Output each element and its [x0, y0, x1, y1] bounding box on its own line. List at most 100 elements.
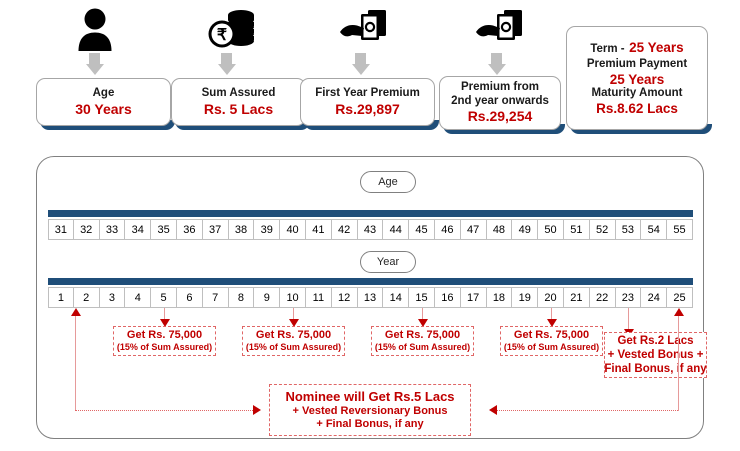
age-cell-40: 40: [280, 219, 306, 240]
age-cell-43: 43: [357, 219, 384, 240]
arrowhead-year-25: [673, 308, 684, 316]
year-cell-21: 21: [563, 287, 590, 308]
icon-hand-cash-group-1: [336, 8, 394, 54]
maturity-line-2: + Vested Bonus +: [607, 348, 704, 361]
age-cell-32: 32: [73, 219, 100, 240]
payout-note: (15% of Sum Assured): [245, 342, 342, 353]
year-cell-19: 19: [512, 287, 539, 308]
year-cell-17: 17: [460, 287, 487, 308]
premium-payment-label: Premium Payment: [586, 57, 688, 70]
maturity-line-3: Final Bonus, if any: [604, 363, 707, 375]
age-row-blue-bar: [48, 210, 693, 217]
age-cell-41: 41: [305, 219, 332, 240]
payout-amount: Get Rs. 75,000: [255, 328, 332, 341]
premium-payment-value: 25 Years: [609, 71, 665, 87]
card-age[interactable]: Age 30 Years: [36, 78, 171, 126]
year-cell-14: 14: [383, 287, 410, 308]
age-cell-33: 33: [99, 219, 126, 240]
arrowhead-year-10: [288, 319, 299, 327]
age-cell-46: 46: [434, 219, 461, 240]
card-first-year-premium-label: First Year Premium: [315, 86, 420, 99]
payout-callout-year-20: Get Rs. 75,000 (15% of Sum Assured): [500, 326, 603, 356]
card-sum-assured[interactable]: Sum Assured Rs. 5 Lacs: [171, 78, 306, 126]
card-age-label: Age: [92, 86, 115, 99]
connector-year-15: [422, 308, 423, 321]
year-cell-23: 23: [615, 287, 642, 308]
payout-note: (15% of Sum Assured): [503, 342, 600, 353]
age-cell-49: 49: [512, 219, 539, 240]
year-cell-13: 13: [357, 287, 384, 308]
arrowhead-year-20: [546, 319, 557, 327]
icon-person-group: [70, 8, 120, 54]
year-cell-7: 7: [202, 287, 229, 308]
year-cell-12: 12: [331, 287, 358, 308]
arrowhead-year-5: [159, 319, 170, 327]
card-sum-assured-value: Rs. 5 Lacs: [203, 100, 274, 117]
age-cell-55: 55: [667, 219, 693, 240]
age-cell-53: 53: [615, 219, 642, 240]
svg-text:₹: ₹: [217, 27, 227, 44]
year-cell-22: 22: [589, 287, 616, 308]
payout-note: (15% of Sum Assured): [116, 342, 213, 353]
connector-nominee-left: [75, 410, 255, 411]
age-cell-42: 42: [331, 219, 358, 240]
card-sum-assured-label: Sum Assured: [201, 86, 276, 99]
card-first-year-premium-value: Rs.29,897: [335, 100, 400, 117]
term-label: Term -: [590, 43, 625, 56]
age-cell-31: 31: [48, 219, 74, 240]
connector-year-5: [164, 308, 165, 321]
maturity-label: Maturity Amount: [591, 87, 683, 100]
card-renewal-premium-label-line2: 2nd year onwards: [451, 94, 549, 107]
death-benefit-line-1: Nominee will Get Rs.5 Lacs: [285, 388, 455, 404]
arrowhead-nominee-left: [253, 405, 261, 415]
maturity-line-1: Get Rs.2 Lacs: [617, 334, 694, 347]
connector-year-25-vertical: [678, 316, 679, 411]
arrowhead-year-1: [70, 308, 81, 316]
icon-hand-cash-group-2: [472, 8, 530, 54]
card-first-year-premium[interactable]: First Year Premium Rs.29,897: [300, 78, 435, 126]
age-cell-51: 51: [563, 219, 590, 240]
card-term-summary[interactable]: Term - 25 Years Premium Payment 25 Years…: [566, 26, 708, 130]
age-pill: Age: [360, 171, 416, 193]
age-cell-39: 39: [254, 219, 281, 240]
icon-rupee-coins-group: ₹: [205, 8, 263, 54]
payout-amount: Get Rs. 75,000: [126, 328, 203, 341]
card-renewal-premium[interactable]: Premium from 2nd year onwards Rs.29,254: [439, 76, 561, 130]
arrowhead-year-15: [417, 319, 428, 327]
payout-callout-year-15: Get Rs. 75,000 (15% of Sum Assured): [371, 326, 474, 356]
person-icon: [78, 8, 112, 51]
year-cell-2: 2: [73, 287, 100, 308]
year-cell-18: 18: [486, 287, 513, 308]
maturity-value: Rs.8.62 Lacs: [596, 101, 678, 116]
age-cell-48: 48: [486, 219, 513, 240]
age-cell-45: 45: [409, 219, 435, 240]
payout-callout-year-5: Get Rs. 75,000 (15% of Sum Assured): [113, 326, 216, 356]
year-cell-8: 8: [228, 287, 255, 308]
term-value: 25 Years: [629, 40, 684, 56]
age-cell-44: 44: [383, 219, 410, 240]
connector-year-23: [628, 308, 629, 331]
hand-cash-icon: [476, 10, 522, 40]
year-cell-1: 1: [48, 287, 74, 308]
year-cell-24: 24: [641, 287, 668, 308]
arrowhead-nominee-right: [489, 405, 497, 415]
year-cell-16: 16: [434, 287, 461, 308]
death-benefit-line-2: + Vested Reversionary Bonus: [292, 404, 448, 417]
age-cell-35: 35: [151, 219, 177, 240]
year-cell-10: 10: [280, 287, 306, 308]
card-renewal-premium-label-line1: Premium from: [461, 81, 539, 94]
year-pill: Year: [360, 251, 416, 273]
year-cell-6: 6: [176, 287, 203, 308]
payout-callout-year-10: Get Rs. 75,000 (15% of Sum Assured): [242, 326, 345, 356]
payout-note: (15% of Sum Assured): [374, 342, 471, 353]
connector-year-1-vertical: [75, 316, 76, 411]
age-cell-50: 50: [538, 219, 564, 240]
age-cell-47: 47: [460, 219, 487, 240]
age-cell-54: 54: [641, 219, 668, 240]
year-cell-15: 15: [409, 287, 435, 308]
connector-nominee-right: [497, 410, 678, 411]
rupee-coins-icon: ₹: [208, 10, 254, 48]
connector-year-20: [551, 308, 552, 321]
year-cell-4: 4: [125, 287, 152, 308]
